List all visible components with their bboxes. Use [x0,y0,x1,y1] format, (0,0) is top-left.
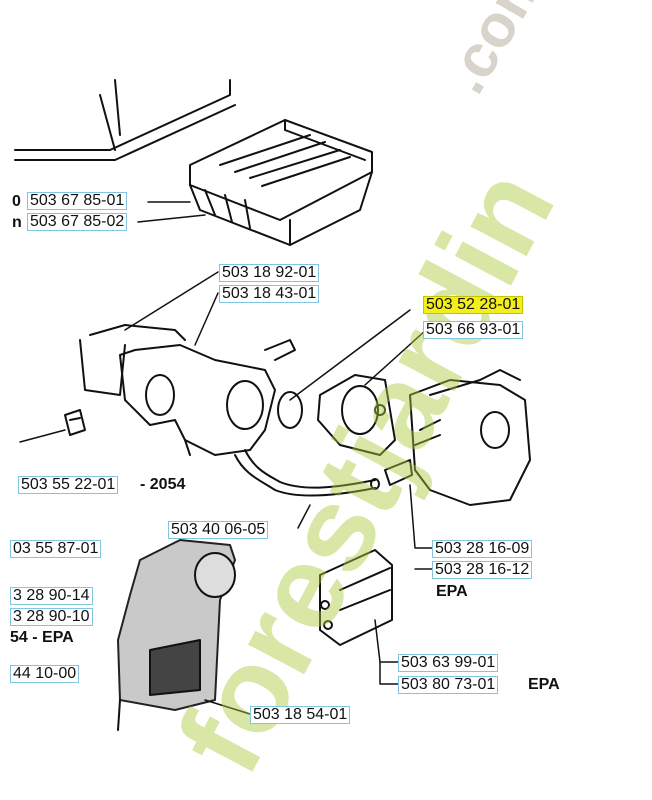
part-number-label[interactable]: 503 40 06-05 [168,521,269,539]
housing-drawing [117,539,236,731]
epa-note: EPA [528,676,560,693]
part-number-label[interactable]: 503 63 99-01 [398,654,499,672]
epa-note: 54 - EPA [10,629,74,646]
gasket-drawing [317,374,396,456]
intake-manifold-drawing [79,324,296,456]
part-number-label[interactable]: 503 28 16-12 [432,561,533,579]
model-note: - 2054 [140,476,186,493]
cropped-prefix: 0 [12,193,21,210]
bellow-drawing [319,549,393,646]
fuel-hose-drawing [234,449,380,497]
air-filter-drawing [189,119,373,246]
part-number-label[interactable]: 503 18 92-01 [219,264,320,282]
epa-note: EPA [436,583,468,600]
carburetor-drawing [384,369,531,506]
part-number-label[interactable]: 503 67 85-01 [27,192,128,210]
part-number-label[interactable]: 503 55 22-01 [18,476,119,494]
part-number-label[interactable]: 503 80 73-01 [398,676,499,694]
part-number-label[interactable]: 503 18 54-01 [250,706,351,724]
leader-lines [19,201,433,715]
part-number-label[interactable]: 03 55 87-01 [10,540,102,558]
filter-frame-drawing [14,79,236,161]
part-number-label[interactable]: 503 28 16-09 [432,540,533,558]
cropped-prefix: n [12,214,22,231]
screw-drawing [64,409,86,436]
highlighted-part-number[interactable]: 503 52 28-01 [423,296,524,314]
part-number-label[interactable]: 503 67 85-02 [27,213,128,231]
part-number-label[interactable]: 503 66 93-01 [423,321,524,339]
part-number-label[interactable]: 503 18 43-01 [219,285,320,303]
o-ring-drawing [277,391,303,429]
part-number-label[interactable]: 3 28 90-10 [10,608,93,626]
part-number-label[interactable]: 44 10-00 [10,665,80,683]
part-number-label[interactable]: 3 28 90-14 [10,587,93,605]
